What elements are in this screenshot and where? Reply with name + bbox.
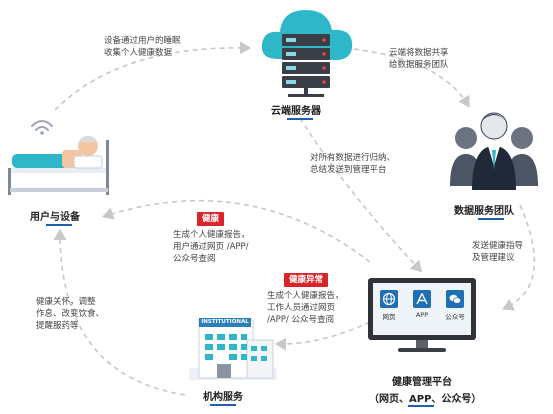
edge-institution-to-user: 健康关怀，调整 作息、改变饮食、 提醒服药等: [36, 296, 104, 332]
abnormal-badge: 健康异常: [284, 273, 329, 287]
platform-subtitle: （网页、APP、公众号）: [369, 394, 482, 405]
edge-text-line: 健康关怀，调整: [36, 297, 96, 307]
platform-underline: [408, 405, 434, 407]
data-team-underline: [478, 218, 504, 220]
arrow-team-to-platform: [502, 204, 536, 311]
data-team-title: 数据服务团队: [454, 206, 514, 217]
edge-text-line: 云端将数据共享: [389, 48, 449, 58]
edge-text-line: 收集个人健康数据: [104, 48, 173, 58]
user-bed-icon: [2, 110, 120, 205]
arrow-cloud-to-team: [344, 47, 470, 108]
building-sign: INSTITUTIONAL: [199, 318, 251, 327]
data-team-icon: [440, 100, 548, 192]
arrow-platform-to-user: [101, 199, 371, 263]
app-label-official-account: 公众号: [445, 313, 465, 321]
monitor-stand: [398, 348, 446, 352]
edge-text-line: 生成个人健康报告，: [173, 230, 250, 240]
edge-cloud-to-platform: 对所有数据进行归纳、 总结发送到管理平台: [310, 152, 395, 176]
monitor-neck: [416, 340, 428, 348]
cloud-server-title: 云端服务器: [271, 106, 321, 117]
arrow-platform-to-institution: [274, 321, 371, 351]
edge-text-line: 生成个人健康报告，: [267, 291, 344, 301]
edge-text-line: 提醒服药等: [36, 321, 79, 331]
edge-user-to-cloud: 设备通过用户的睡眠 收集个人健康数据: [104, 35, 181, 59]
edge-text-line: 总结发送到管理平台: [310, 165, 387, 175]
edge-platform-to-institution: 生成个人健康报告， 工作人员通过网页 /APP/ 公众号查阅: [267, 290, 344, 326]
edge-team-to-platform: 发送健康指导 及管理建议: [472, 240, 523, 264]
healthy-badge: 健康: [197, 212, 225, 226]
cloud-server-underline: [287, 118, 313, 120]
arrow-user-to-cloud: [54, 41, 252, 111]
edge-text-line: 对所有数据进行归纳、: [310, 153, 396, 163]
arrow-institution-to-user: [53, 228, 186, 396]
globe-icon: [380, 290, 398, 308]
edge-text-line: 给数据服务团队: [389, 60, 449, 70]
edge-text-line: 设备通过用户的睡眠: [104, 36, 181, 46]
edge-platform-to-user: 生成个人健康报告， 用户通过网页 /APP/ 公众号查阅: [173, 229, 250, 265]
edge-text-line: 发送健康指导: [472, 241, 524, 251]
platform-monitor-icon: 网页 APP 公众号: [368, 278, 476, 356]
appstore-icon: [413, 290, 431, 308]
edge-cloud-to-team: 云端将数据共享 给数据服务团队: [389, 47, 449, 71]
arrow-cloud-to-platform: [299, 117, 423, 273]
edge-text-line: 工作人员通过网页: [267, 303, 336, 313]
institution-title: 机构服务: [203, 392, 243, 403]
platform-title: 健康管理平台: [392, 377, 452, 388]
edge-text-line: /APP/ 公众号查阅: [267, 315, 334, 325]
edge-text-line: 作息、改变饮食、: [36, 309, 105, 319]
user-device-underline: [46, 224, 72, 226]
wechat-icon: [446, 290, 464, 308]
institution-underline: [210, 404, 236, 406]
cloud-server-icon: [258, 4, 356, 99]
app-label-web: 网页: [382, 313, 396, 321]
app-label-app: APP: [415, 311, 429, 319]
user-device-title: 用户与设备: [30, 212, 80, 223]
edge-text-line: 公众号查阅: [173, 254, 216, 264]
edge-text-line: 用户通过网页 /APP/: [173, 242, 249, 252]
edge-text-line: 及管理建议: [472, 253, 515, 263]
